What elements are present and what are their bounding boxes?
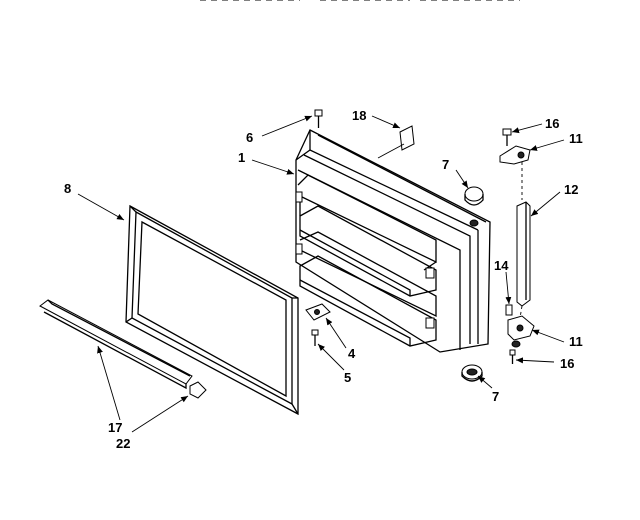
callout-1: 1 bbox=[238, 150, 245, 165]
callout-labels: 6 18 16 11 1 7 12 8 14 4 11 5 16 7 17 22 bbox=[64, 108, 583, 451]
leader-lines bbox=[77, 115, 565, 433]
callout-17: 17 bbox=[108, 420, 122, 435]
cap-7-upper bbox=[464, 186, 484, 227]
door-gasket bbox=[125, 204, 299, 416]
callout-7-top: 7 bbox=[442, 157, 449, 172]
callout-6: 6 bbox=[246, 130, 253, 145]
hinge-bottom bbox=[505, 304, 535, 364]
screw-6 bbox=[314, 109, 323, 128]
callout-12: 12 bbox=[564, 182, 578, 197]
callout-18: 18 bbox=[352, 108, 366, 123]
trim-strip bbox=[39, 299, 207, 399]
callout-11-bottom: 11 bbox=[569, 334, 583, 349]
callout-8: 8 bbox=[64, 181, 71, 196]
bracket-4-screw-5 bbox=[305, 303, 331, 346]
callout-16-top: 16 bbox=[545, 116, 559, 131]
callout-11-top: 11 bbox=[569, 131, 583, 146]
hinge-top bbox=[499, 128, 531, 200]
callout-16-bottom: 16 bbox=[560, 356, 574, 371]
callout-7-bottom: 7 bbox=[492, 389, 499, 404]
callout-22: 22 bbox=[116, 436, 130, 451]
callout-14: 14 bbox=[494, 258, 509, 273]
callout-5: 5 bbox=[344, 370, 351, 385]
callout-4: 4 bbox=[348, 346, 356, 361]
hinge-bar-12 bbox=[516, 201, 531, 319]
door-liner bbox=[295, 129, 491, 353]
cap-7-lower bbox=[461, 364, 483, 382]
label-18-part bbox=[399, 125, 415, 151]
